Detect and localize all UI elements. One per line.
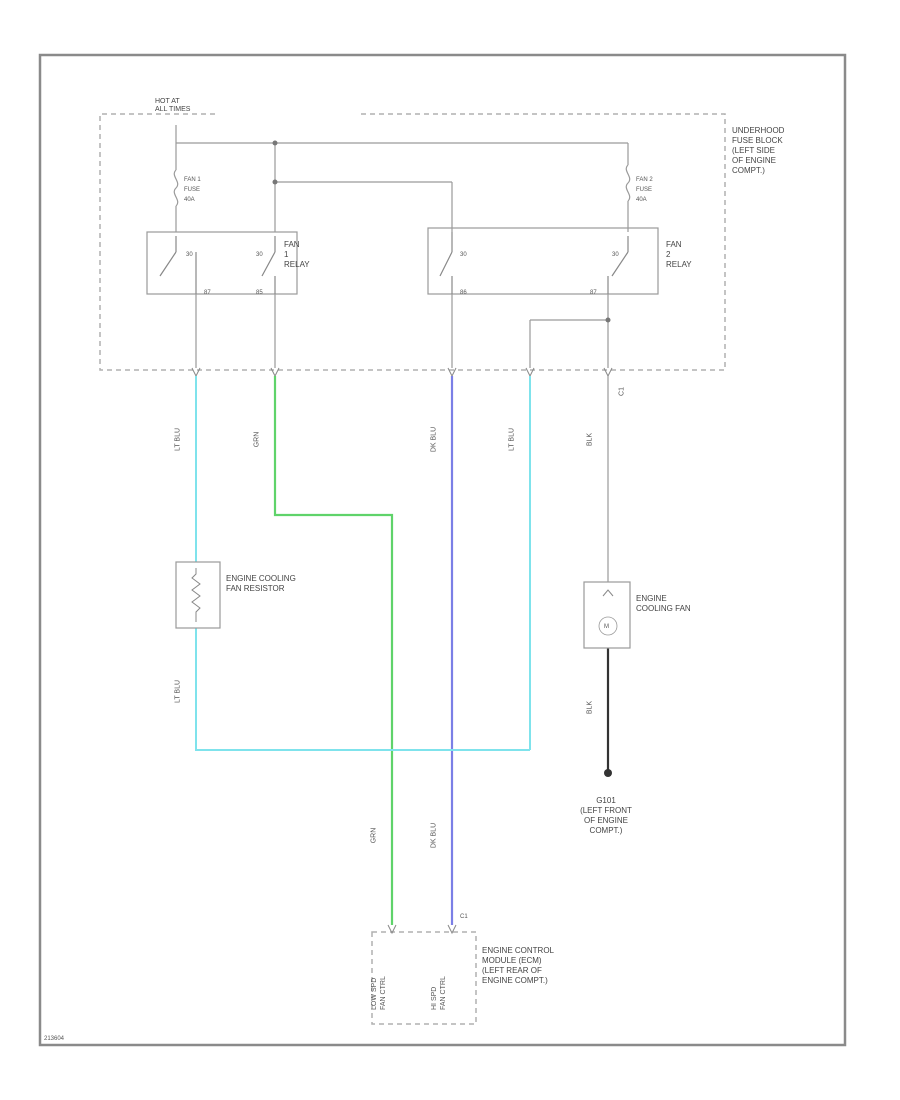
wire-code-lt-blu-1: LT BLU xyxy=(174,427,182,452)
ecm-pin-high-speed: HI SPD FAN CTRL xyxy=(431,976,447,1010)
fan1-relay-coil-icon xyxy=(261,236,276,294)
fan-motor-icon xyxy=(598,616,618,636)
relay2-pin-30-left: 30 xyxy=(460,252,467,258)
resistor-wire-code: LT BLU xyxy=(174,679,182,704)
fuse2-rating: 40A xyxy=(636,197,647,203)
fan2-relay-coil-icon xyxy=(439,232,453,294)
fan-label: ENGINE COOLING FAN xyxy=(636,594,691,613)
relay2-splice-dot xyxy=(605,317,611,323)
cooling-fan-resistor-box xyxy=(175,561,221,629)
relay1-pin-30-right: 30 xyxy=(256,252,263,258)
fan2-fuse xyxy=(625,164,631,232)
ecm-box xyxy=(371,931,477,1025)
bus-splice-dot xyxy=(272,140,278,146)
fan2-relay-switch-icon xyxy=(607,236,629,294)
diagram-frame xyxy=(38,53,847,1047)
ground-dot xyxy=(604,769,612,777)
bus-splice-dot xyxy=(272,179,278,185)
fan2-relay-box xyxy=(427,227,659,295)
ecm-pins xyxy=(387,924,457,935)
ecm-connector-label: C1 xyxy=(460,914,468,920)
relay1-pin-87: 87 xyxy=(204,290,211,296)
ecm-pin-low-speed: LOW SPD FAN CTRL xyxy=(371,976,387,1010)
wire-lt-blu-resistor-return xyxy=(195,628,530,751)
resistor-icon xyxy=(191,568,201,622)
relay2-label: FAN 2 RELAY xyxy=(666,240,692,269)
power-bus xyxy=(175,125,629,232)
fuse2-name: FAN 2 xyxy=(636,177,653,183)
relay2-pin-30-right: 30 xyxy=(612,252,619,258)
fuse-block-enclosure xyxy=(99,113,726,371)
connector-c1-label: C1 xyxy=(618,387,626,396)
cooling-fan-box xyxy=(583,581,631,649)
wire-code-blk: BLK xyxy=(586,432,594,447)
ecm-wire-code-dk-blu: DK BLU xyxy=(430,822,438,849)
fuse2-type: FUSE xyxy=(636,187,653,193)
c1-connector-pins xyxy=(191,367,613,378)
fan1-fuse xyxy=(173,143,179,232)
fan-motor-symbol: M xyxy=(604,624,609,630)
ecm-wire-code-grn: GRN xyxy=(370,827,378,844)
wire-grn-low-speed xyxy=(273,376,394,925)
fuse-block-label: UNDERHOOD FUSE BLOCK (LEFT SIDE OF ENGIN… xyxy=(732,126,785,175)
fan-ground-wire-code: BLK xyxy=(586,700,594,715)
relay1-label: FAN 1 RELAY xyxy=(284,240,310,269)
wire-code-dk-blu: DK BLU xyxy=(430,426,438,453)
fan-connector-icon xyxy=(602,589,614,597)
fuse1-type: FUSE xyxy=(184,187,201,193)
ecm-label: ENGINE CONTROL MODULE (ECM) (LEFT REAR O… xyxy=(482,946,555,985)
internal-wiring xyxy=(195,294,609,368)
relay1-pin-30-left: 30 xyxy=(186,252,193,258)
wire-code-grn: GRN xyxy=(253,431,261,448)
relay2-pin-87: 87 xyxy=(590,290,597,296)
fuse1-name: FAN 1 xyxy=(184,177,201,183)
fan1-relay-switch-icon xyxy=(159,236,197,294)
fan1-relay-box xyxy=(146,231,298,295)
hot-at-label: HOT AT ALL TIMES xyxy=(155,98,191,113)
relay2-pin-86: 86 xyxy=(460,290,467,296)
footer-code: 213604 xyxy=(44,1036,65,1042)
wire-code-lt-blu-2: LT BLU xyxy=(508,427,516,452)
resistor-label: ENGINE COOLING FAN RESISTOR xyxy=(226,574,296,593)
fuse1-rating: 40A xyxy=(184,197,195,203)
ground-label: G101 (LEFT FRONT OF ENGINE COMPT.) xyxy=(580,796,632,835)
relay1-pin-85: 85 xyxy=(256,290,263,296)
